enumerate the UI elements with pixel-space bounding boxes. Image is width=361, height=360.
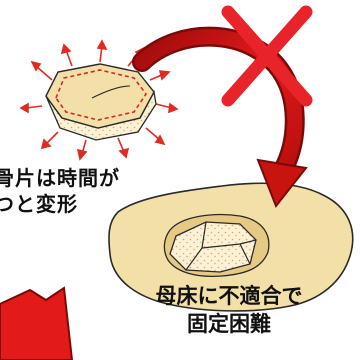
cross-mark-icon	[221, 5, 313, 107]
caption-right-line2: 固定困難	[187, 312, 271, 336]
bone-bed-icon	[108, 182, 354, 312]
curved-arrow-icon	[132, 26, 308, 208]
caption-fragment-deforms: 骨片は時間が つと変形	[0, 168, 120, 220]
caption-misfit-fixation-difficult: 母床に不適合で 固定困難	[134, 286, 324, 342]
caption-left-line2: つと変形	[0, 192, 78, 216]
partial-red-arrow	[0, 286, 74, 360]
caption-right-line1: 母床に不適合で	[155, 284, 303, 308]
caption-left-line1: 骨片は時間が	[0, 166, 120, 190]
